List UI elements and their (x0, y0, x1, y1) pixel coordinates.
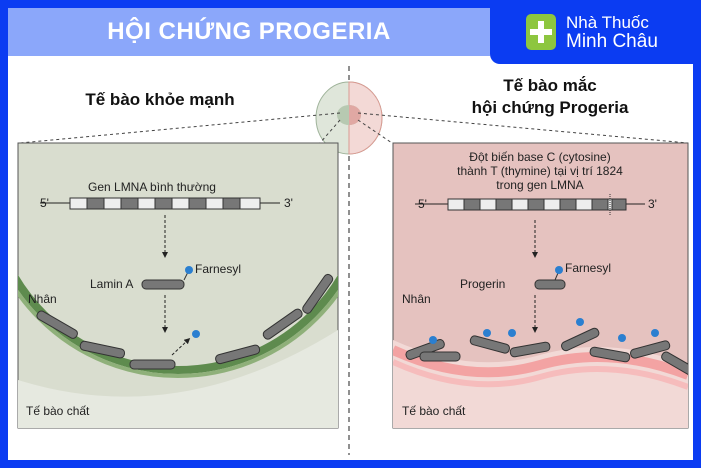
heading-line1: Tế bào mắc (503, 76, 597, 95)
mutation-line2: thành T (thymine) tại vị trí 1824 (457, 164, 623, 178)
progeria-heading: Tế bào mắc hội chứng Progeria (420, 75, 680, 119)
brand-name: Nhà Thuốc Minh Châu (566, 13, 658, 52)
page-title: HỘI CHỨNG PROGERIA (8, 8, 490, 56)
protein-label: Lamin A (90, 277, 134, 291)
progerin (534, 279, 566, 290)
brand-area (490, 0, 701, 64)
healthy-heading: Tế bào khỏe mạnh (85, 90, 235, 109)
three-prime: 3' (648, 197, 657, 211)
farnesyl-label: Farnesyl (565, 261, 612, 275)
mutation-note: Đột biến base C (cytosine) thành T (thym… (400, 150, 680, 192)
normal-gene (69, 197, 261, 210)
five-prime: 5' (40, 196, 49, 210)
lamin-a (141, 279, 185, 290)
cytoplasm-label: Tế bào chất (26, 404, 90, 418)
heading-line2: hội chứng Progeria (471, 98, 629, 117)
nucleus-label: Nhân (28, 292, 57, 306)
five-prime: 5' (418, 197, 427, 211)
three-prime: 3' (284, 196, 293, 210)
cytoplasm-label: Tế bào chất (402, 404, 466, 418)
protein-label: Progerin (460, 277, 506, 291)
farnesyl-icon (185, 266, 193, 274)
gene-label: Gen LMNA bình thường (88, 180, 216, 194)
brand-line2: Minh Châu (566, 31, 658, 52)
mutation-line3: trong gen LMNA (496, 178, 584, 192)
plus-icon (526, 14, 556, 50)
brand-line1: Nhà Thuốc (566, 13, 649, 32)
mutation-line1: Đột biến base C (cytosine) (469, 150, 611, 164)
mutated-gene (447, 198, 627, 211)
farnesyl-label: Farnesyl (195, 262, 242, 276)
nucleus-label: Nhân (402, 292, 431, 306)
